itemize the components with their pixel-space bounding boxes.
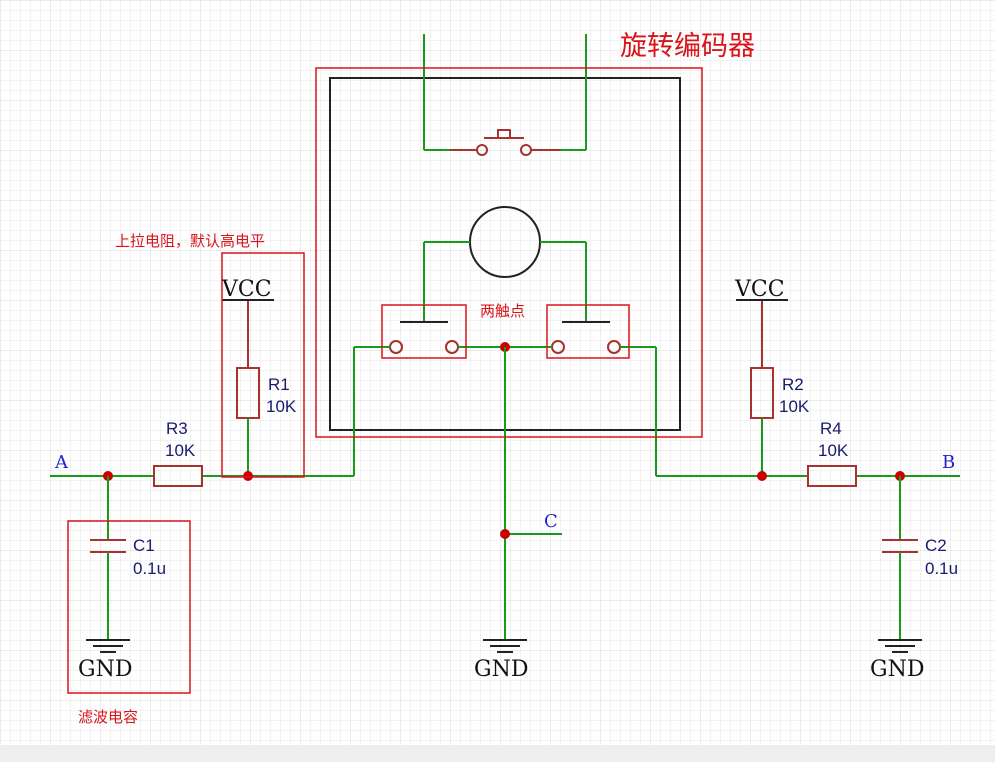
c1-value: 0.1u xyxy=(133,559,166,578)
gnd-label-right: GND xyxy=(870,657,924,682)
net-label-c: C xyxy=(544,511,558,532)
vcc-label-right: VCC xyxy=(734,277,785,302)
right-circuit xyxy=(655,299,960,653)
r2-value: 10K xyxy=(779,397,810,416)
c2-value: 0.1u xyxy=(925,559,958,578)
vcc-label-left: VCC xyxy=(221,277,272,302)
ground-symbol-center xyxy=(483,639,527,653)
ground-symbol-right xyxy=(878,639,922,653)
c1-ref: C1 xyxy=(133,536,155,555)
r1-ref: R1 xyxy=(268,375,290,394)
net-label-b: B xyxy=(942,452,955,473)
contact-left-annotation-box xyxy=(381,304,467,359)
resistor-r4 xyxy=(807,465,857,487)
encoder-annotation-box xyxy=(315,67,703,438)
grid-background xyxy=(0,0,995,745)
push-button-switch xyxy=(423,34,587,156)
center-circuit xyxy=(483,347,562,653)
r3-value: 10K xyxy=(165,441,196,460)
net-label-a: A xyxy=(54,452,69,473)
schematic-diagram: 旋转编码器 上拉电阻，默认高电平 两触点 滤波电容 A B C VCC VCC … xyxy=(0,0,995,745)
r4-ref: R4 xyxy=(820,419,842,438)
r2-ref: R2 xyxy=(782,375,804,394)
gnd-label-left: GND xyxy=(78,657,132,682)
ground-symbol-left xyxy=(86,639,130,653)
pullup-note: 上拉电阻，默认高电平 xyxy=(115,232,265,250)
filter-note: 滤波电容 xyxy=(78,708,138,726)
r1-value: 10K xyxy=(266,397,297,416)
encoder-title: 旋转编码器 xyxy=(620,31,755,62)
r3-ref: R3 xyxy=(166,419,188,438)
pullup-annotation-box xyxy=(221,252,305,478)
contacts-note: 两触点 xyxy=(480,302,525,320)
filter-annotation-box xyxy=(67,520,191,694)
left-circuit xyxy=(50,299,355,653)
r4-value: 10K xyxy=(818,441,849,460)
resistor-r3 xyxy=(153,465,203,487)
bottom-bar xyxy=(0,745,995,762)
gnd-label-center: GND xyxy=(474,657,528,682)
c2-ref: C2 xyxy=(925,536,947,555)
contact-right-annotation-box xyxy=(546,304,630,359)
